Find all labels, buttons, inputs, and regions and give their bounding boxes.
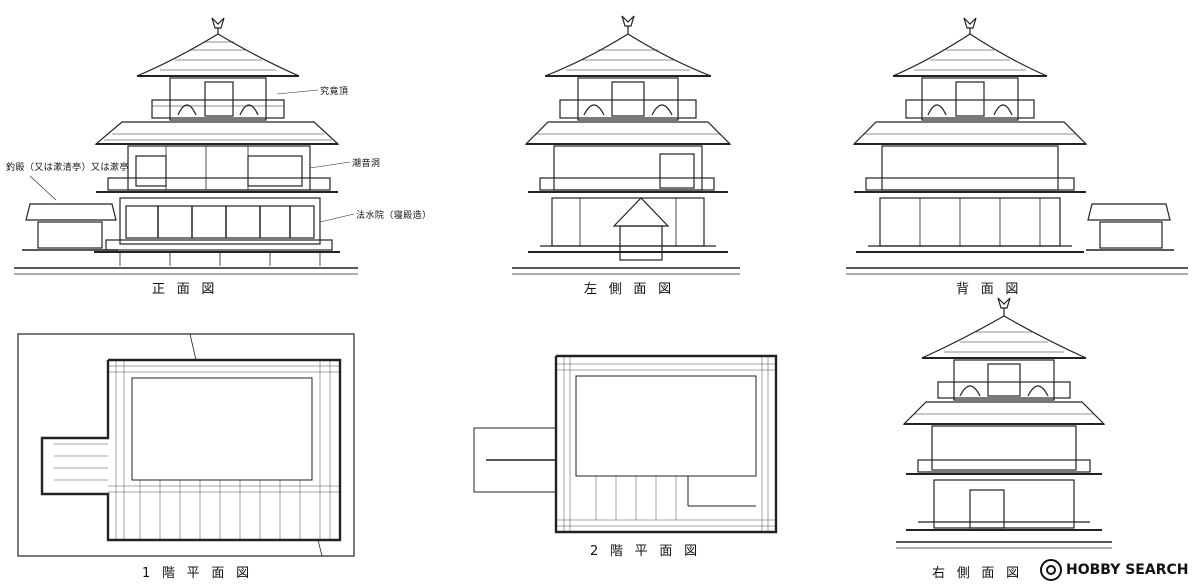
left-side-elevation-caption: 左側面図 — [584, 282, 683, 297]
right-side-elevation — [896, 297, 1112, 549]
tsuriden-label: 釣殿（又は漱清亭）又は漱亭 — [6, 163, 129, 173]
right-side-elevation-caption: 右側面図 — [932, 566, 1031, 581]
choonkaku-label: 潮音洞 — [352, 159, 381, 169]
floor1-plan — [17, 333, 355, 557]
front-elevation-caption: 正面図 — [152, 282, 227, 297]
floor2-plan — [473, 354, 778, 534]
hobbysearch-logo-icon — [1040, 559, 1062, 581]
floor1-plan-caption: 1階平面図 — [142, 566, 261, 581]
kukyocho-label: 究竟頂 — [320, 87, 349, 97]
watermark-brand: HOBBY SEARCH — [1066, 562, 1189, 578]
front-elevation — [14, 17, 358, 275]
hobbysearch-watermark: HOBBY SEARCH — [1040, 557, 1188, 583]
back-elevation — [846, 17, 1188, 275]
floor2-plan-caption: 2階平面図 — [590, 544, 709, 559]
hosuiin-label: 法水院（寝殿造） — [356, 211, 432, 221]
back-elevation-caption: 背面図 — [956, 282, 1031, 297]
left-side-elevation — [512, 15, 740, 275]
